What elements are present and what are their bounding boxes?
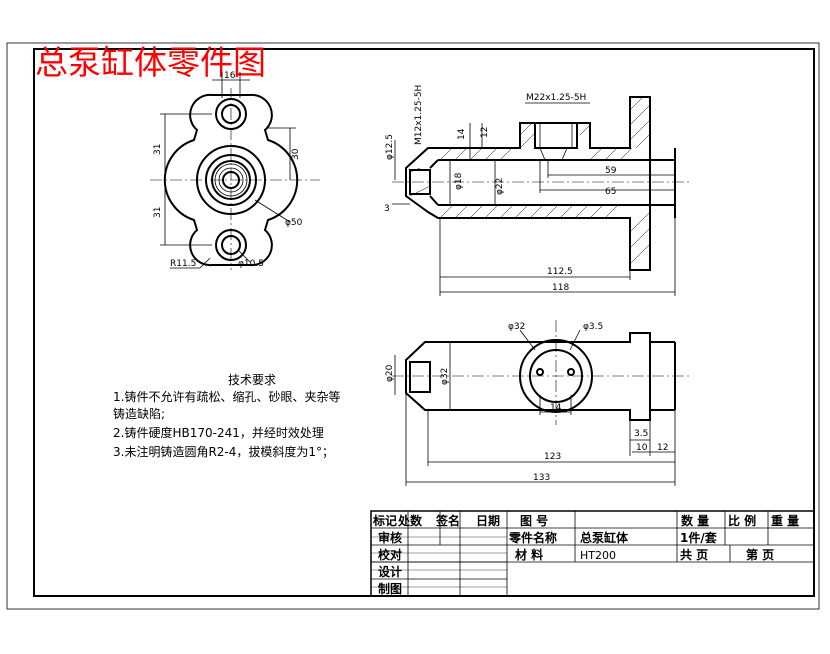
tech-item-2: 2.铸件硬度HB170-241，并经时效处理: [113, 425, 324, 440]
dim-12-bottom: 12: [657, 443, 668, 453]
tb-drawing-no: 图 号: [520, 513, 548, 528]
dim-14-bottom: 14: [550, 403, 562, 413]
tb-material-label: 材 料: [514, 547, 543, 562]
tb-page-no: 第 页: [746, 547, 774, 562]
tech-item-1a: 1.铸件不允许有疏松、缩孔、砂眼、夹杂等: [113, 389, 340, 404]
tb-sign: 签名: [435, 513, 460, 528]
tb-proof: 校对: [378, 547, 402, 562]
dim-phi12-5: φ12.5: [385, 134, 395, 160]
tech-heading: 技术要求: [228, 373, 276, 387]
tb-weight: 重 量: [771, 513, 799, 528]
dim-r11-5: R11.5: [170, 259, 196, 269]
tb-part-name: 总泵缸体: [580, 530, 629, 545]
top-view: [392, 320, 690, 486]
dim-112-5: 112.5: [547, 267, 573, 277]
dim-65: 65: [605, 187, 616, 197]
outer-border: [6, 42, 820, 610]
dim-thread-side: M12x1.25-5H: [414, 85, 424, 145]
dim-31-top: 31: [153, 144, 163, 155]
section-view: [392, 96, 690, 296]
tb-design: 设计: [378, 564, 402, 579]
dim-phi32-boss: φ32: [508, 322, 525, 332]
dim-phi20: φ20: [385, 364, 395, 382]
dim-phi50: φ50: [285, 218, 303, 228]
tb-date: 日期: [476, 513, 500, 528]
dim-30: 30: [291, 148, 301, 160]
tech-item-1b: 铸造缺陷;: [113, 406, 165, 421]
dim-3-5: 3.5: [634, 429, 648, 439]
dim-16: 16: [224, 71, 236, 81]
dim-10: 10: [636, 443, 648, 453]
tb-review: 审核: [378, 530, 402, 545]
tb-material: HT200: [580, 549, 616, 562]
tb-count: 处数: [397, 513, 423, 528]
dim-phi10-5: φ10.5: [238, 259, 264, 269]
tb-part-name-label: 零件名称: [508, 530, 557, 545]
dim-3: 3: [384, 204, 390, 214]
dim-phi32-body: φ32: [440, 368, 450, 385]
tb-qty-value: 1件/套: [680, 530, 718, 545]
tech-item-3: 3.未注明铸造圆角R2-4，拔模斜度为1°；: [113, 444, 334, 459]
tb-total-pages: 共 页: [680, 547, 708, 562]
drawing-title: 总泵缸体零件图: [35, 43, 266, 82]
dim-59: 59: [605, 166, 617, 176]
dim-12-top: 12: [480, 127, 490, 138]
dim-thread-top: M22x1.25-5H: [526, 93, 586, 103]
dim-phi22: φ22: [495, 178, 505, 195]
dim-123: 123: [544, 452, 561, 462]
dim-118: 118: [552, 283, 569, 293]
dim-phi3-5: φ3.5: [583, 322, 603, 332]
dim-31-bottom: 31: [153, 207, 163, 218]
dim-133: 133: [533, 473, 550, 483]
tb-draw: 制图: [378, 581, 402, 596]
tb-mark: 标记: [372, 513, 397, 528]
front-view: [150, 72, 320, 270]
title-block: [370, 510, 815, 597]
dim-phi18: φ18: [454, 172, 464, 190]
tb-scale: 比 例: [728, 513, 756, 528]
dim-14-top: 14: [457, 128, 467, 140]
tb-qty: 数 量: [681, 513, 709, 528]
